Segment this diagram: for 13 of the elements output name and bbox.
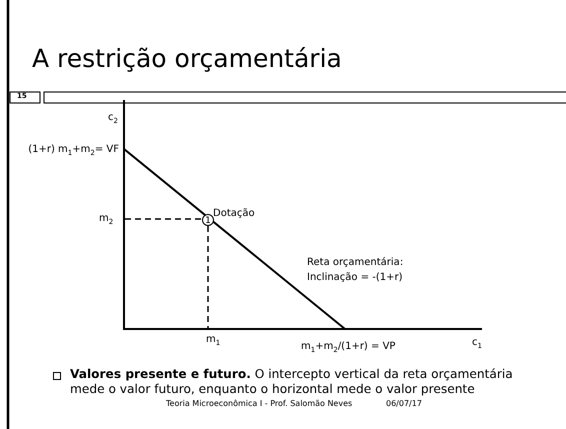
axis-tick-label: m$_{1}$ [206, 334, 220, 348]
footer-date: 06/07/17 [386, 400, 422, 409]
axis-label: c$_{2}$ [108, 112, 118, 126]
intercept-label: m$_{1}$+m$_{2}$/(1+r) = VP [301, 341, 396, 355]
axis-label: c$_{1}$ [472, 337, 482, 351]
intercept-label: (1+r) m$_{1}$+m$_{2}$= VF [28, 144, 119, 158]
footer-text: Teoria Microeconômica I - Prof. Salomão Neves [166, 400, 352, 409]
line-annotation: Reta orçamentária: Inclinação = -(1+r) [307, 256, 404, 284]
bullet-text: Valores presente e futuro. O intercepto vertical da reta orçamentária mede o valor futuro, enquanto o horizontal mede o valor presente [70, 367, 514, 396]
slide-title: A restrição orçamentária [32, 44, 342, 73]
endowment-point: 1 [202, 214, 214, 226]
point-label: Dotação [213, 208, 255, 219]
axis-tick-label: m$_{2}$ [99, 213, 114, 227]
